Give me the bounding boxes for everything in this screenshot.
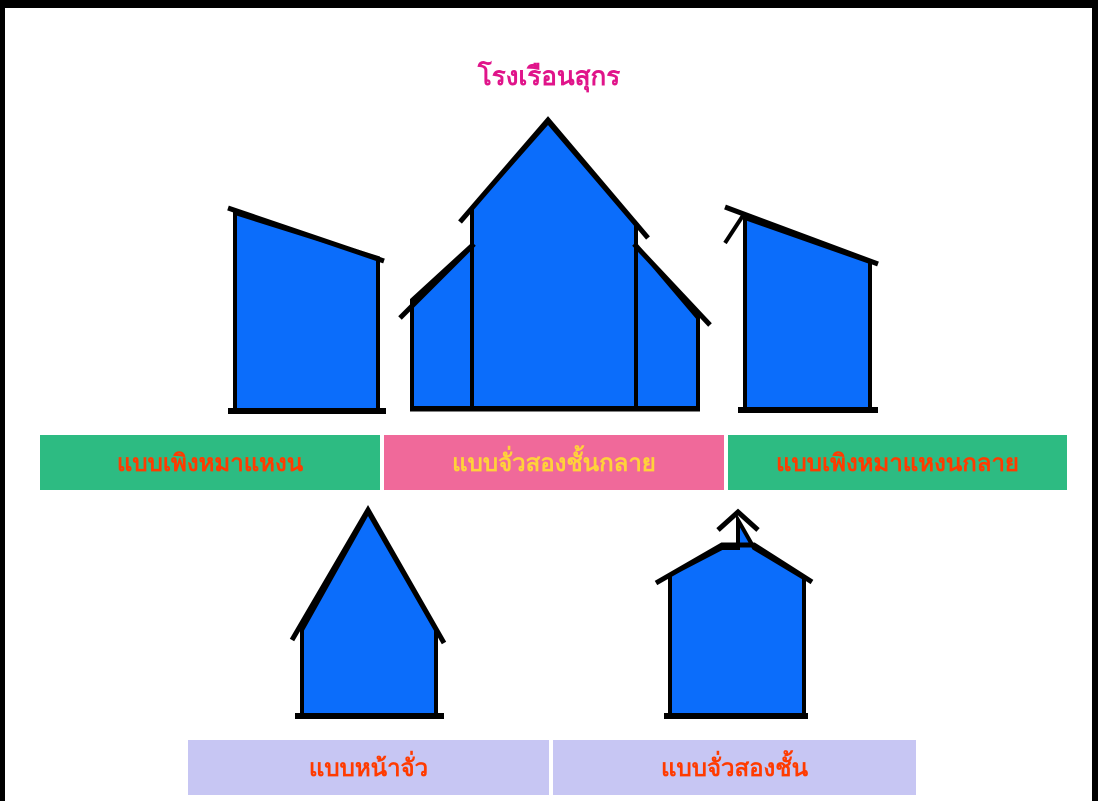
house-lean-to-roof — [227, 205, 385, 264]
house-mdg-center — [470, 118, 638, 410]
label-lean-to-text: แบบเพิงหมาแหงน — [116, 449, 304, 477]
label-gable-text: แบบหน้าจั่ว — [308, 754, 429, 782]
label-modified-lean-to: แบบเพิงหมาแหงนกลาย — [728, 435, 1067, 490]
house-mdg-main-roof — [458, 116, 650, 240]
label-modified-lean-to-text: แบบเพิงหมาแหงนกลาย — [776, 449, 1019, 477]
label-gable: แบบหน้าจั่ว — [188, 740, 549, 795]
house-gable-roof — [289, 505, 447, 645]
house-mdg-left-wing — [410, 240, 474, 410]
house-mlt-roof — [724, 204, 879, 267]
house-dg-body — [668, 512, 806, 718]
house-mdg-right-eave — [632, 242, 712, 327]
house-mdg-right-wing — [634, 239, 700, 410]
label-double-gable: แบบจั่วสองชั้น — [553, 740, 916, 795]
label-lean-to: แบบเพิงหมาแหงน — [40, 435, 380, 490]
diagram-title: โรงเรือนสุกร — [477, 62, 621, 92]
house-mlt-body — [743, 215, 872, 412]
house-mdg-left-eave — [398, 242, 476, 320]
house-dg-upper-roof — [716, 508, 760, 532]
house-modified-double-gable — [398, 116, 712, 412]
label-double-gable-text: แบบจั่วสองชั้น — [661, 754, 808, 782]
house-mlt-roof-kink — [723, 212, 746, 245]
house-lean-to-body — [233, 210, 380, 412]
house-gable-body — [300, 507, 438, 717]
label-modified-double-gable-text: แบบจั่วสองชั้นกลาย — [452, 449, 656, 477]
house-lean-to — [227, 205, 386, 414]
house-gable — [289, 505, 447, 719]
label-modified-double-gable: แบบจั่วสองชั้นกลาย — [384, 435, 724, 490]
house-modified-lean-to — [723, 204, 879, 413]
house-double-gable — [654, 508, 814, 719]
house-dg-lower-roof — [654, 542, 814, 586]
